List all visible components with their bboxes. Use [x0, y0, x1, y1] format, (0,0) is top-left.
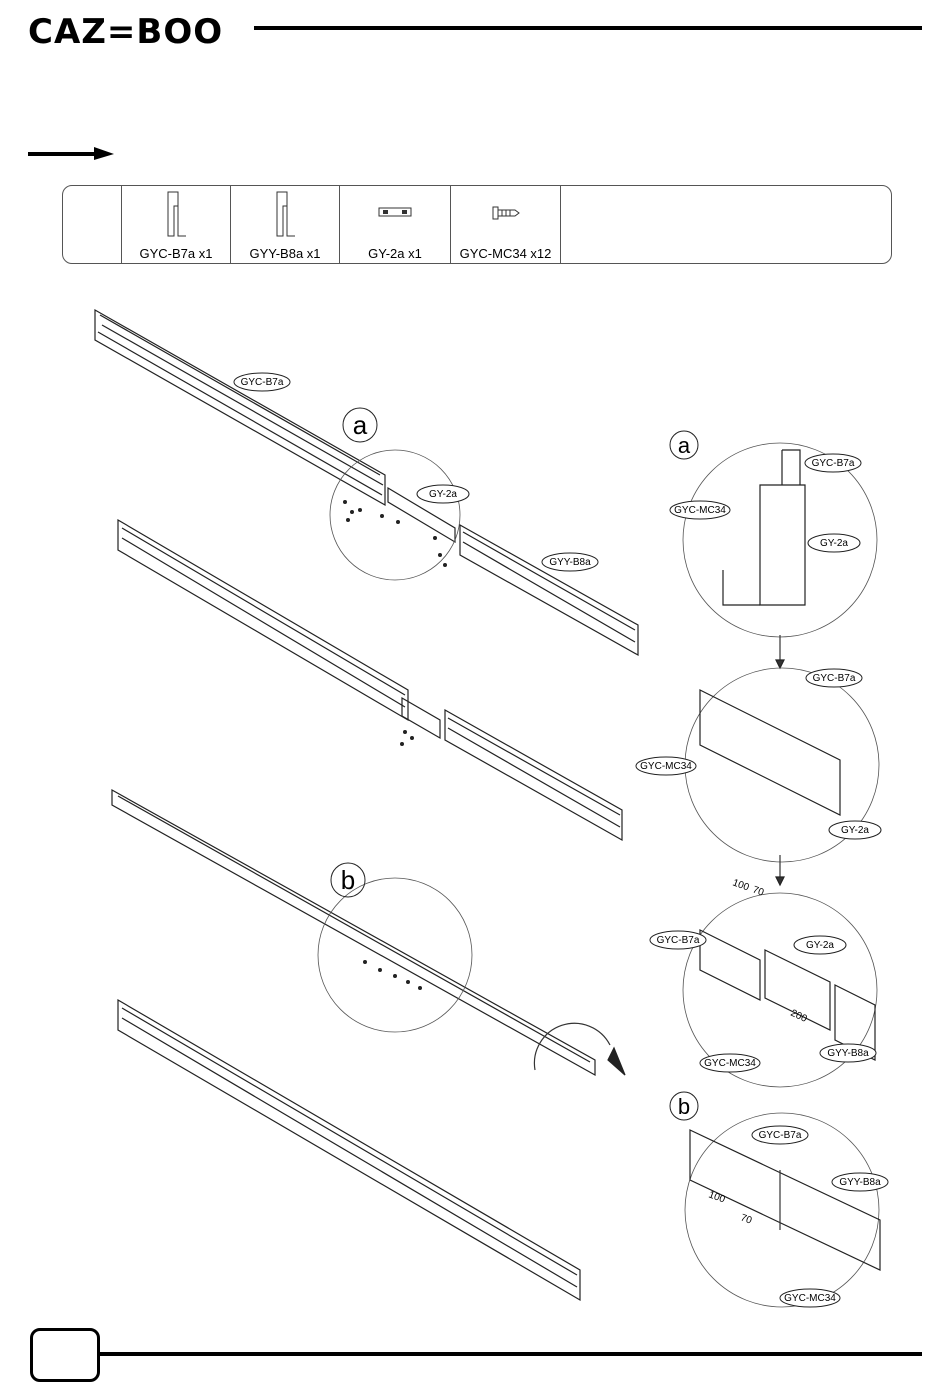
brand-logo: CAZ=BOO — [28, 12, 223, 52]
label-gyc-mc34-3: GYC-MC34 — [704, 1058, 756, 1069]
detail-circle-a — [330, 450, 460, 580]
callout-b-left: b — [341, 865, 355, 895]
dimension-70-b: 70 — [739, 1212, 754, 1226]
label-gy-2a-4: GY-2a — [806, 940, 834, 951]
label-gyc-b7a-3: GYC-B7a — [813, 673, 856, 684]
connector-plate-icon — [378, 206, 412, 218]
parts-table-blank-cell — [63, 186, 122, 263]
label-gyc-b7a-4: GYC-B7a — [657, 935, 700, 946]
beam-gyc-b7a-top — [95, 310, 385, 505]
assembly-diagram: a b a b GYC-B7a GY-2a GYY-B8a GYC-B7a GY… — [0, 270, 950, 1320]
label-gyc-b7a-1: GYC-B7a — [241, 377, 284, 388]
header-rule — [254, 26, 922, 30]
part-label: GY-2a x1 — [340, 246, 450, 261]
dimension-100-b: 100 — [707, 1189, 727, 1205]
detail-a-angle — [723, 570, 760, 605]
beam-b-row-3 — [112, 790, 595, 1075]
dimension-200: 200 — [789, 1008, 809, 1025]
label-gyy-b8a-2: GYY-B8a — [827, 1048, 869, 1059]
callout-b-right: b — [678, 1094, 690, 1119]
detail-a-plate — [760, 485, 805, 605]
label-gy-2a-3: GY-2a — [841, 825, 869, 836]
part-label: GYC-MC34 x12 — [451, 246, 560, 261]
page-number-box — [30, 1328, 100, 1382]
label-gy-2a-2: GY-2a — [820, 538, 848, 549]
dimension-100-a: 100 — [731, 877, 751, 893]
bracket-post-icon — [273, 190, 297, 238]
part-cell-gyy-b8a: GYY-B8a x1 — [231, 186, 340, 263]
beam-final-row-4 — [118, 1000, 580, 1300]
rotation-arrowhead-icon — [608, 1048, 625, 1075]
footer-rule — [100, 1352, 922, 1356]
part-cell-gyc-b7a: GYC-B7a x1 — [122, 186, 231, 263]
part-cell-gyc-mc34: GYC-MC34 x12 — [451, 186, 561, 263]
step-arrow-icon — [28, 145, 118, 161]
detail-a-post — [782, 450, 800, 485]
label-gy-2a-1: GY-2a — [429, 489, 457, 500]
label-gyc-b7a-2: GYC-B7a — [812, 458, 855, 469]
detail-circle-b — [318, 878, 472, 1032]
part-label: GYY-B8a x1 — [231, 246, 339, 261]
label-gyc-mc34-1: GYC-MC34 — [674, 505, 726, 516]
label-gyc-b7a-5: GYC-B7a — [759, 1130, 802, 1141]
beam-assembly-row-2 — [118, 520, 622, 840]
screw-marks — [343, 500, 447, 990]
label-gyc-mc34-2: GYC-MC34 — [640, 761, 692, 772]
bracket-post-icon — [164, 190, 188, 238]
beam-gyy-b8a-top — [460, 525, 638, 655]
parts-table: GYC-B7a x1 GYY-B8a x1 GY-2a x1 GYC-MC34 … — [62, 185, 892, 264]
screw-icon — [491, 206, 521, 220]
label-gyy-b8a-3: GYY-B8a — [839, 1177, 881, 1188]
label-gyy-b8a-1: GYY-B8a — [549, 557, 591, 568]
part-cell-gy-2a: GY-2a x1 — [340, 186, 451, 263]
label-gyc-mc34-4: GYC-MC34 — [784, 1293, 836, 1304]
detail-a-beam-closeup — [700, 690, 840, 815]
callout-a-left: a — [353, 410, 368, 440]
callout-a-right: a — [678, 433, 691, 458]
part-label: GYC-B7a x1 — [122, 246, 230, 261]
